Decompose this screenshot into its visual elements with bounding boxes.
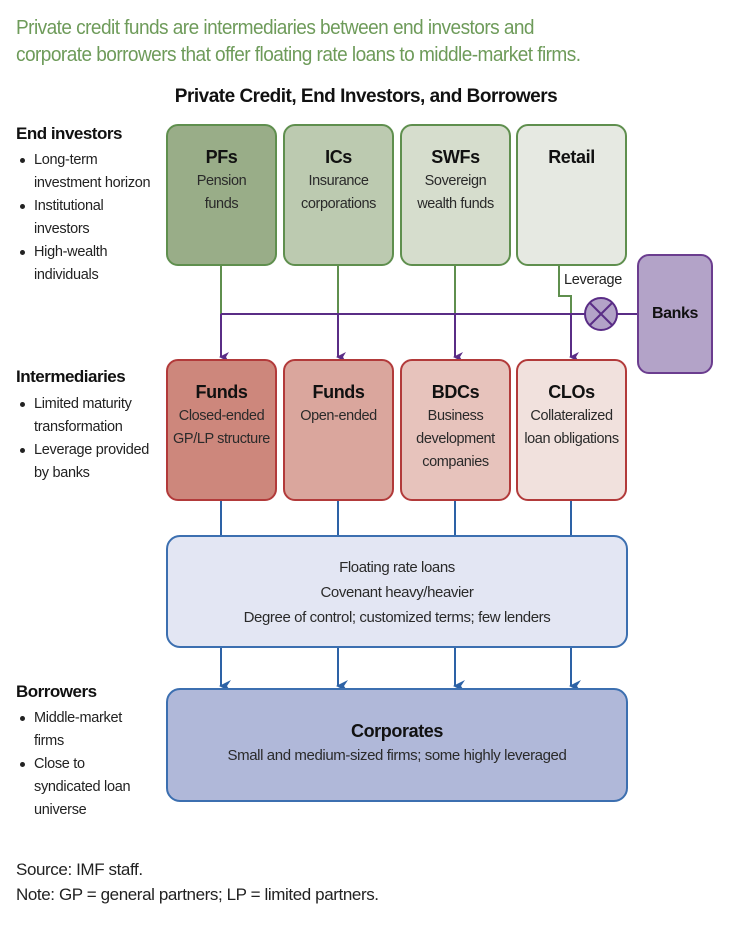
abbreviation-note: Note: GP = general partners; LP = limite… xyxy=(16,885,379,904)
end-investors-bullets: Long-term investment horizon Institution… xyxy=(16,149,154,287)
bullet-item: Middle-market firms xyxy=(16,707,154,753)
bullet-item: Close to syndicated loan universe xyxy=(16,753,154,822)
investor-box-swfs: SWFs Sovereign wealth funds xyxy=(400,124,511,266)
bullet-item: Leverage provided by banks xyxy=(16,439,154,485)
investor-subtitle: Insurance corporations xyxy=(301,173,376,212)
investor-title: Retail xyxy=(548,147,595,167)
leverage-multiplier-icon xyxy=(584,297,618,331)
intermediaries-heading: Intermediaries xyxy=(16,367,126,386)
investor-title: ICs xyxy=(325,147,352,167)
intermediary-title: CLOs xyxy=(548,382,595,402)
loan-feature: Floating rate loans xyxy=(339,559,455,576)
borrowers-bullets: Middle-market firms Close to syndicated … xyxy=(16,707,154,822)
banks-label: Banks xyxy=(651,305,699,322)
bullet-item: Institutional investors xyxy=(16,195,154,241)
intermediary-box-clos: CLOs Collateralized loan obligations xyxy=(516,359,627,501)
investor-box-retail: Retail xyxy=(516,124,627,266)
investor-box-pfs: PFs Pension funds xyxy=(166,124,277,266)
intermediary-subtitle: Collateralized loan obligations xyxy=(524,408,619,447)
diagram-title: Private Credit, End Investors, and Borro… xyxy=(174,86,558,107)
bullet-item: Long-term investment horizon xyxy=(16,149,154,195)
banks-box: Banks xyxy=(637,254,713,374)
intermediary-box-open-funds: Funds Open-ended xyxy=(283,359,394,501)
bullet-item: High-wealth individuals xyxy=(16,241,154,287)
intermediary-subtitle: Business development companies xyxy=(416,408,495,470)
intermediary-subtitle: Open-ended xyxy=(300,408,377,424)
intermediary-title: Funds xyxy=(312,382,365,402)
intermediary-title: BDCs xyxy=(431,382,480,402)
intermediary-subtitle: Closed-ended GP/LP structure xyxy=(173,408,270,447)
investor-title: SWFs xyxy=(431,147,480,167)
subtitle-line-1: Private credit funds are intermediaries … xyxy=(16,16,535,39)
subtitle: Private credit funds are intermediaries … xyxy=(16,14,676,68)
corporates-box: Corporates Small and medium-sized firms;… xyxy=(166,688,628,802)
investor-box-ics: ICs Insurance corporations xyxy=(283,124,394,266)
corporates-subtitle: Small and medium-sized firms; some highl… xyxy=(227,747,567,764)
investor-title: PFs xyxy=(205,147,238,167)
intermediary-box-closed-funds: Funds Closed-ended GP/LP structure xyxy=(166,359,277,501)
intermediary-title: Funds xyxy=(195,382,248,402)
borrowers-heading: Borrowers xyxy=(16,682,97,701)
source-note: Source: IMF staff. xyxy=(16,860,143,879)
corporates-title: Corporates xyxy=(350,721,444,741)
investor-subtitle: Sovereign wealth funds xyxy=(417,173,494,212)
end-investors-heading: End investors xyxy=(16,124,122,143)
loan-feature: Degree of control; customized terms; few… xyxy=(243,609,551,626)
bullet-item: Limited maturity transformation xyxy=(16,393,154,439)
loan-features-box: Floating rate loans Covenant heavy/heavi… xyxy=(166,535,628,648)
leverage-label: Leverage xyxy=(563,272,624,288)
subtitle-line-2: corporate borrowers that offer floating … xyxy=(16,43,581,66)
loan-feature: Covenant heavy/heavier xyxy=(320,584,474,601)
intermediaries-bullets: Limited maturity transformation Leverage… xyxy=(16,393,154,485)
intermediary-box-bdcs: BDCs Business development companies xyxy=(400,359,511,501)
investor-subtitle: Pension funds xyxy=(196,173,247,212)
